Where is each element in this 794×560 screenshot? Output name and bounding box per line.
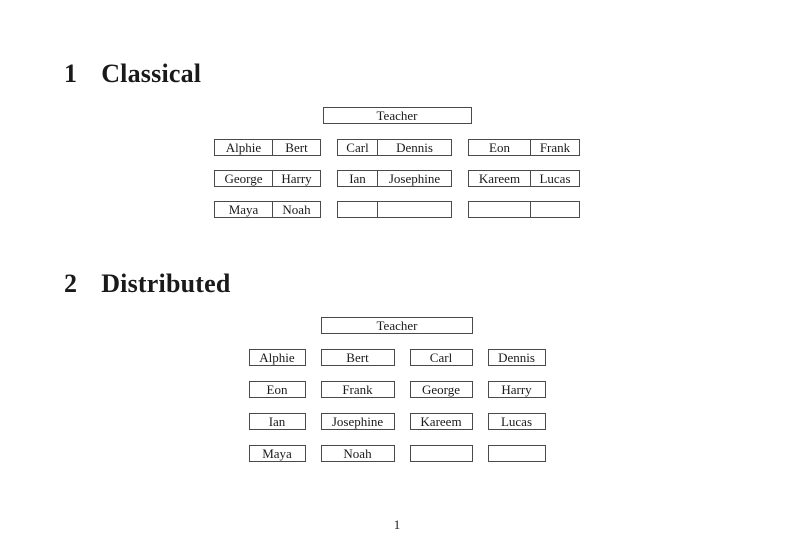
seat-label xyxy=(489,446,545,461)
desk: Ian xyxy=(248,413,306,430)
desk: Maya xyxy=(248,445,306,462)
seat-label: Harry xyxy=(501,382,532,397)
desk: Kareem Lucas xyxy=(468,170,580,187)
seat-label: Eon xyxy=(266,382,288,397)
seat-label: Josephine xyxy=(388,171,441,186)
seat-label: Lucas xyxy=(500,414,533,429)
desk: Ian Josephine xyxy=(337,170,452,187)
seat-label: Kareem xyxy=(469,171,531,186)
desk: Maya Noah xyxy=(214,201,321,218)
seat-label: Josephine xyxy=(331,414,384,429)
seat-label xyxy=(378,202,451,217)
seat-label: Bert xyxy=(285,140,308,155)
desk: Frank xyxy=(320,381,395,398)
seat-label: Carl xyxy=(429,350,453,365)
desk xyxy=(468,201,580,218)
seat-label xyxy=(338,202,378,217)
desk: George Harry xyxy=(214,170,321,187)
teacher-box: Teacher xyxy=(321,317,473,334)
desk: Noah xyxy=(320,445,395,462)
seat-label: Bert xyxy=(346,350,369,365)
desk: Harry xyxy=(487,381,546,398)
desk-row: Maya Noah xyxy=(248,445,546,462)
seat-label: Dennis xyxy=(498,350,535,365)
seat-label: Maya xyxy=(262,446,292,461)
seat-label: Alphie xyxy=(259,350,295,365)
seat-label: Frank xyxy=(342,382,373,397)
desk-row: Alphie Bert Carl Dennis xyxy=(248,349,546,366)
desk: Josephine xyxy=(320,413,395,430)
desk: Lucas xyxy=(487,413,546,430)
desk: Eon xyxy=(248,381,306,398)
seat-label: Kareem xyxy=(420,414,462,429)
seat-label: Ian xyxy=(268,414,286,429)
seat-label: Ian xyxy=(338,171,378,186)
desk: Dennis xyxy=(487,349,546,366)
seat-label xyxy=(531,202,579,217)
seat-label: Noah xyxy=(343,446,372,461)
desk: Carl Dennis xyxy=(337,139,452,156)
desk xyxy=(337,201,452,218)
seat-label xyxy=(411,446,472,461)
seat-label: George xyxy=(421,382,461,397)
desk-row: Ian Josephine Kareem Lucas xyxy=(248,413,546,430)
desk: Alphie Bert xyxy=(214,139,321,156)
desk xyxy=(487,445,546,462)
distributed-seating-diagram: Teacher Alphie Bert Carl Dennis Eon Fran… xyxy=(0,317,794,462)
desk: Kareem xyxy=(409,413,473,430)
teacher-box: Teacher xyxy=(322,107,472,124)
desk: Eon Frank xyxy=(468,139,580,156)
desk-row: Maya Noah xyxy=(214,201,580,218)
seat-label: Alphie xyxy=(215,140,273,155)
seat-label: George xyxy=(215,171,273,186)
section-1-title: Classical xyxy=(101,59,202,88)
desk: Bert xyxy=(320,349,395,366)
section-1-number: 1 xyxy=(64,59,78,88)
desk: George xyxy=(409,381,473,398)
page-number: 1 xyxy=(393,517,401,532)
desk: Alphie xyxy=(248,349,306,366)
seat-label: Harry xyxy=(281,171,312,186)
seat-label: Noah xyxy=(282,202,311,217)
seat-label: Carl xyxy=(338,140,378,155)
section-2-number: 2 xyxy=(64,269,78,298)
desk-row: George Harry Ian Josephine Kareem Lucas xyxy=(214,170,580,187)
seat-label: Frank xyxy=(539,140,571,155)
classical-seating-diagram: Teacher Alphie Bert Carl Dennis Eon Fran… xyxy=(0,107,794,218)
seat-label: Lucas xyxy=(539,171,571,186)
seat-label: Eon xyxy=(469,140,531,155)
desk xyxy=(409,445,473,462)
desk-row: Eon Frank George Harry xyxy=(248,381,546,398)
desk: Carl xyxy=(409,349,473,366)
section-2-title: Distributed xyxy=(101,269,231,298)
section-2-heading: 2 Distributed xyxy=(64,271,231,297)
section-1-heading: 1 Classical xyxy=(64,61,201,87)
seat-label xyxy=(469,202,531,217)
seat-label: Dennis xyxy=(396,140,433,155)
seat-label: Maya xyxy=(215,202,273,217)
desk-row: Alphie Bert Carl Dennis Eon Frank xyxy=(214,139,580,156)
